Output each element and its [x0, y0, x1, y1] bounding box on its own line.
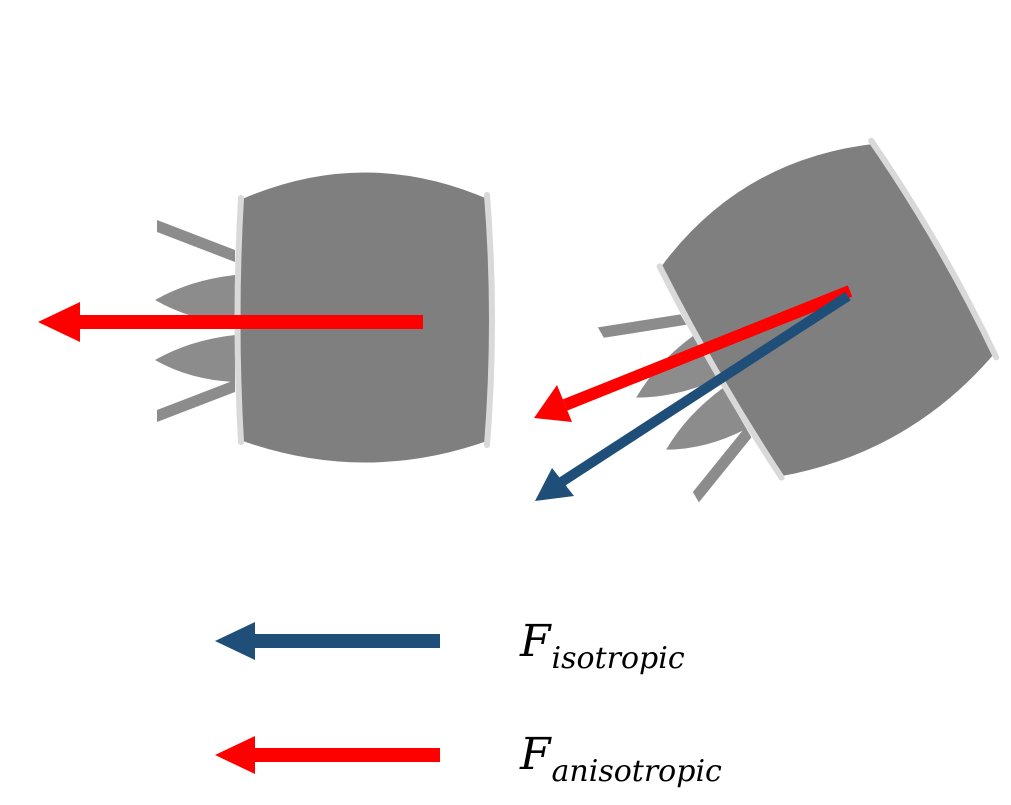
legend-anisotropic-symbol: F [520, 729, 551, 780]
legend-isotropic-label: Fisotropic [520, 620, 685, 674]
tilted-anisotropic-arrow [534, 285, 853, 422]
legend-isotropic-subscript: isotropic [551, 641, 685, 676]
legend-isotropic-symbol: F [520, 616, 551, 667]
legend-anisotropic-subscript: anisotropic [551, 754, 722, 789]
tilted-isotropic-arrow [535, 291, 851, 501]
legend-isotropic-arrow [215, 622, 440, 660]
legend-anisotropic-arrow [215, 736, 440, 774]
upright-anisotropic-arrow [38, 302, 423, 342]
legend-anisotropic-label: Fanisotropic [520, 733, 722, 787]
